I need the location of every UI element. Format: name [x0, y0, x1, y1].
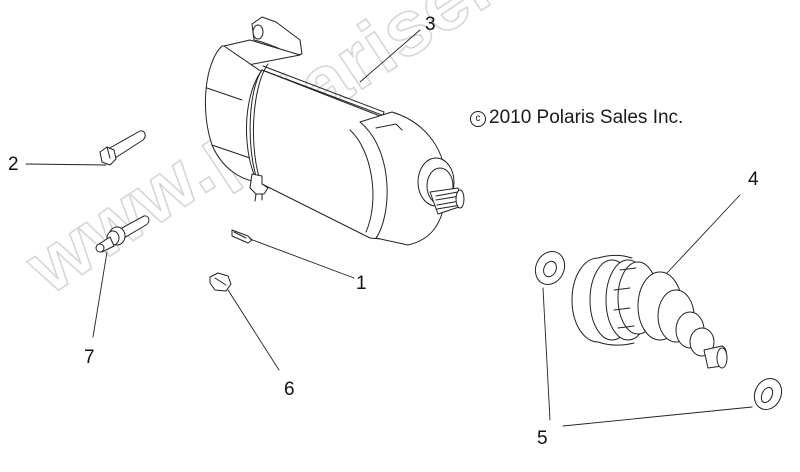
starter-drive-icon[interactable]: [571, 254, 728, 369]
leader-line-5b: [562, 406, 753, 427]
washer-left-icon[interactable]: [530, 247, 570, 290]
callout-3[interactable]: 3: [425, 14, 436, 35]
leader-line-1: [249, 238, 355, 279]
leader-line-6: [227, 289, 280, 371]
callout-6[interactable]: 6: [284, 379, 295, 400]
callout-4[interactable]: 4: [748, 169, 759, 190]
copyright-icon: c: [470, 111, 486, 127]
hex-nut-icon[interactable]: [209, 272, 232, 292]
leader-line-5a: [542, 287, 551, 421]
callout-7[interactable]: 7: [84, 347, 95, 368]
leader-line-4: [666, 194, 741, 274]
copyright-text: 2010 Polaris Sales Inc.: [489, 107, 684, 128]
callout-5[interactable]: 5: [537, 428, 548, 449]
stud-icon[interactable]: [95, 215, 150, 253]
starter-motor-icon[interactable]: [204, 16, 465, 246]
callout-2[interactable]: 2: [8, 154, 19, 175]
hex-bolt-icon[interactable]: [99, 130, 146, 166]
leader-line-3: [359, 29, 421, 83]
clip-icon[interactable]: [231, 229, 253, 244]
leader-line-2: [25, 163, 107, 166]
callout-1[interactable]: 1: [356, 273, 367, 294]
leader-line-7: [92, 251, 108, 338]
washer-right-icon[interactable]: [749, 374, 786, 414]
